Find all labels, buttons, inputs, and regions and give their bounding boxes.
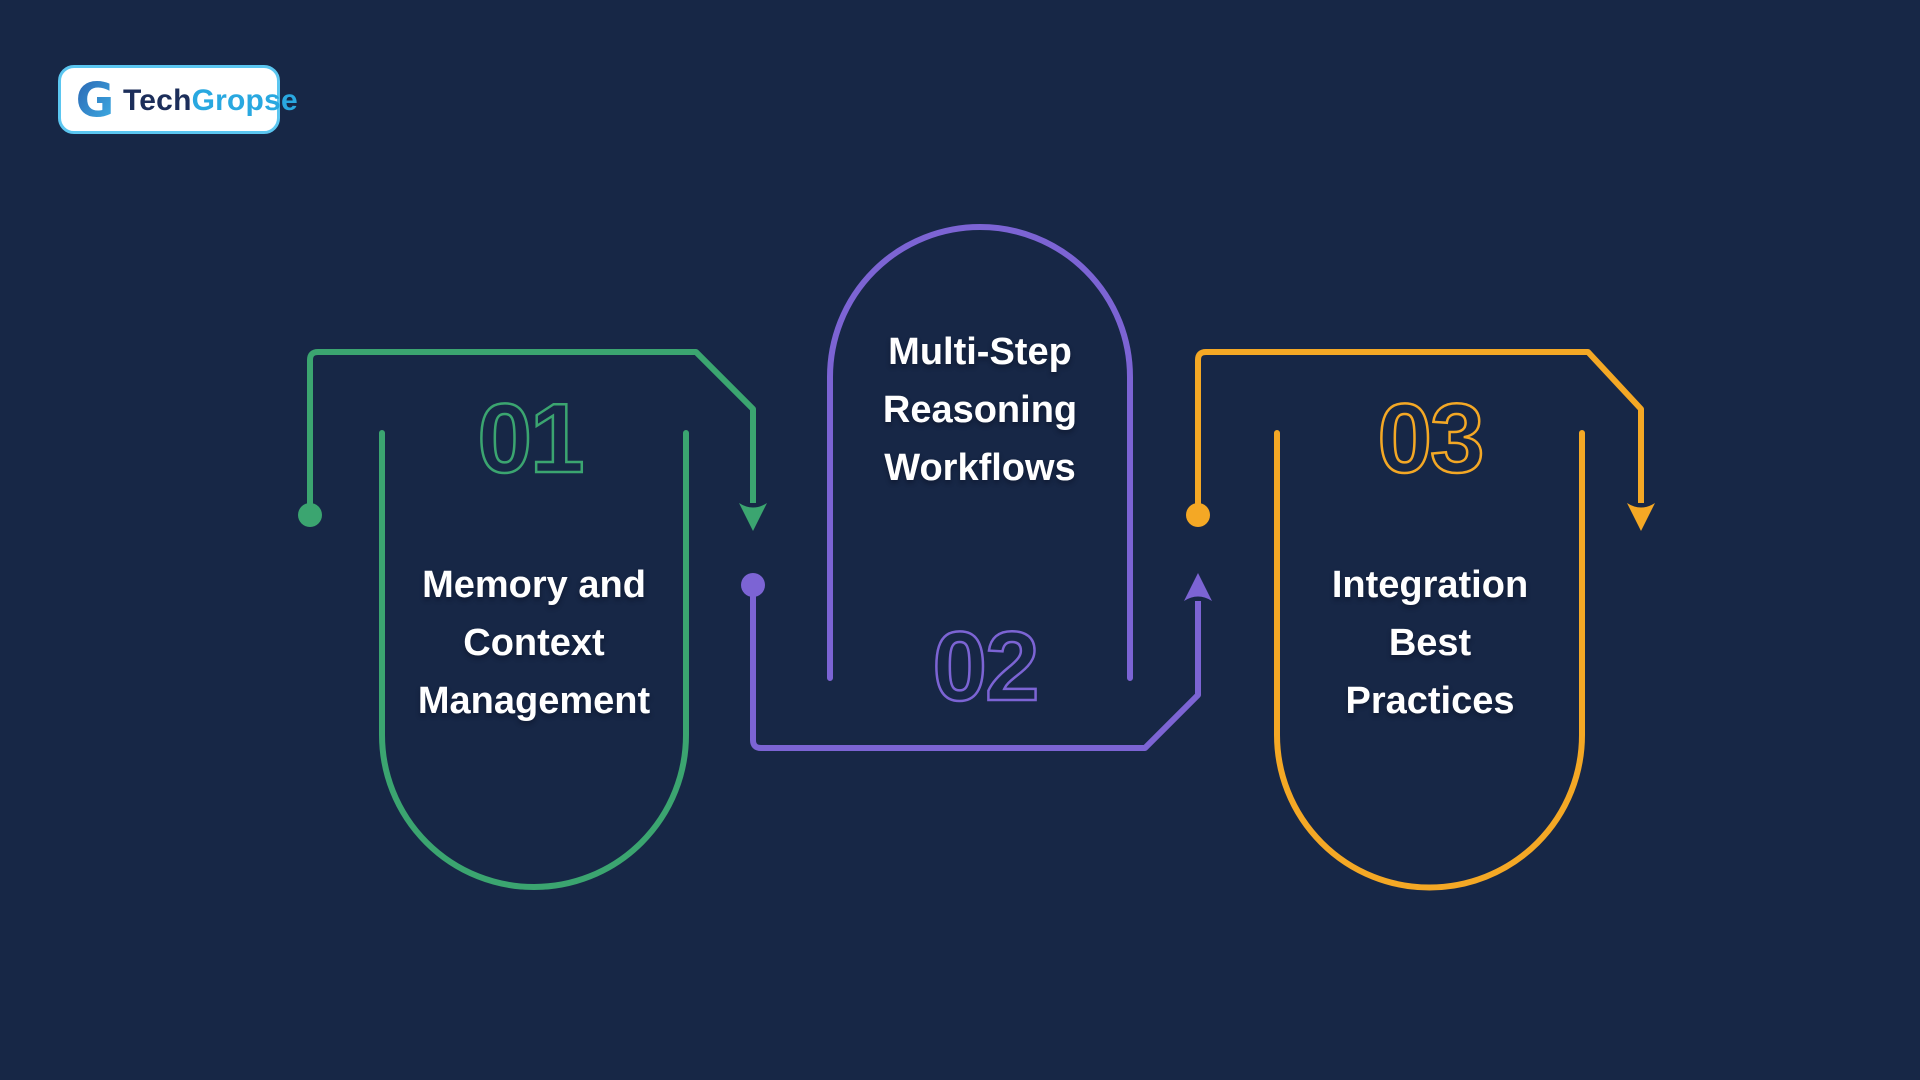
step2-title: Multi-Step Reasoning Workflows — [770, 323, 1190, 497]
step2-title-line3: Workflows — [884, 447, 1076, 489]
step3-arch-outline — [1274, 430, 1585, 891]
logo-text-tech: Tech — [123, 83, 192, 117]
step1-title-line1: Memory and — [422, 564, 646, 606]
step3-title-line2: Best — [1388, 622, 1472, 664]
step1-connector-line — [307, 349, 756, 515]
step1-title-line3: Management — [417, 680, 651, 722]
logo-wordmark: TechGropse — [123, 83, 298, 117]
step2-arch-outline — [827, 224, 1133, 681]
step2-arrow-up-icon — [1184, 573, 1212, 601]
step3-title-line1: Integration — [1331, 564, 1529, 606]
logo-text-gropse: Gropse — [191, 83, 298, 117]
step1-arch-outline — [379, 430, 689, 890]
step3-title-line3: Practices — [1345, 680, 1515, 722]
step1-green-group — [298, 349, 767, 890]
techgropse-g-icon: G — [76, 74, 114, 126]
step1-title: Memory and Context Management — [324, 556, 744, 730]
step2-purple-group — [741, 224, 1212, 751]
step3-arrow-down-icon — [1627, 503, 1655, 531]
techgropse-logo-badge: G TechGropse — [58, 65, 298, 134]
step2-number: 02 — [931, 611, 1041, 721]
step3-number: 03 — [1376, 383, 1486, 493]
step3-title: Integration Best Practices — [1220, 556, 1640, 730]
step1-title-line2: Context — [463, 622, 605, 664]
step3-connector-line — [1195, 349, 1644, 515]
step1-arrow-down-icon — [739, 503, 767, 531]
step2-connector-line — [750, 585, 1201, 751]
step2-title-line1: Multi-Step — [888, 331, 1072, 373]
step2-title-line2: Reasoning — [882, 389, 1078, 431]
logo-g-letter: G — [76, 74, 114, 126]
step1-number: 01 — [476, 383, 586, 493]
step3-orange-group — [1186, 349, 1655, 891]
